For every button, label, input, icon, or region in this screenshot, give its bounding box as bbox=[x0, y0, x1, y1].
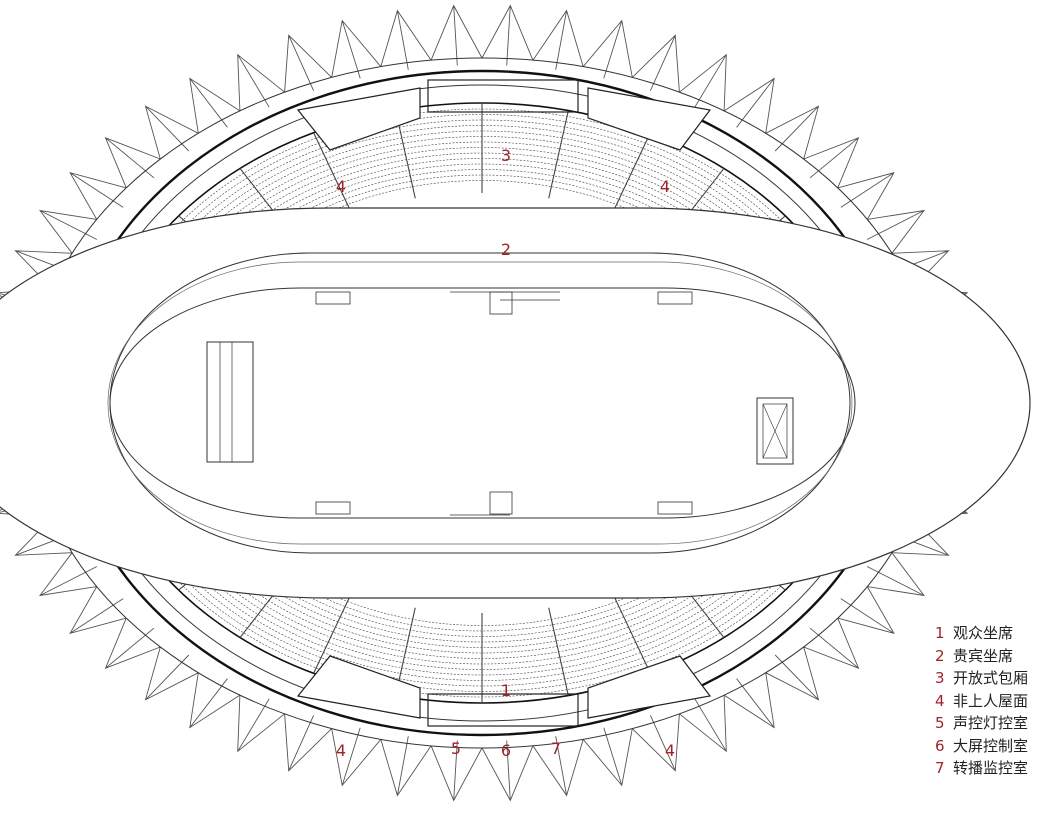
field-boundary bbox=[109, 287, 856, 519]
callout-4a: 4 bbox=[336, 177, 346, 196]
upper-box-block bbox=[296, 79, 712, 151]
legend-item: 3 开放式包厢 bbox=[935, 667, 1060, 690]
legend-item: 7 转播监控室 bbox=[935, 757, 1060, 780]
legend-item: 5 声控灯控室 bbox=[935, 712, 1060, 735]
track-inner bbox=[107, 261, 853, 545]
high-jump-mat bbox=[762, 403, 788, 459]
high-jump-area bbox=[756, 397, 794, 465]
legend-item: 2 贵宾坐席 bbox=[935, 645, 1060, 668]
legend-number: 7 bbox=[935, 759, 945, 777]
legend-number: 4 bbox=[935, 691, 945, 710]
legend-label: 观众坐席 bbox=[953, 624, 1014, 642]
plan-callouts: 1 2 3 4 4 4 4 5 6 7 bbox=[336, 146, 675, 760]
legend-label: 大屏控制室 bbox=[953, 736, 1029, 755]
seat-aisle bbox=[611, 591, 651, 674]
legend-label: 声控灯控室 bbox=[953, 714, 1029, 732]
track-outer bbox=[109, 252, 851, 554]
legend-label: 非上人屋面 bbox=[953, 691, 1029, 710]
callout-4b: 4 bbox=[660, 177, 670, 196]
legend-item: 1 观众坐席 bbox=[935, 622, 1060, 645]
legend-number: 5 bbox=[935, 714, 945, 732]
high-jump-cross bbox=[762, 403, 788, 459]
long-jump-pit bbox=[206, 341, 254, 463]
seat-aisle bbox=[548, 110, 569, 199]
seat-aisle bbox=[611, 132, 651, 215]
callout-2: 2 bbox=[501, 240, 511, 259]
seat-aisle bbox=[313, 591, 353, 674]
legend-number: 2 bbox=[935, 646, 945, 665]
legend-number: 1 bbox=[935, 624, 945, 642]
seat-aisle bbox=[313, 132, 353, 215]
callout-3: 3 bbox=[501, 146, 511, 165]
legend-label: 贵宾坐席 bbox=[953, 646, 1014, 665]
callout-4d: 4 bbox=[665, 741, 675, 760]
seat-aisle bbox=[548, 607, 569, 696]
callout-6: 6 bbox=[501, 741, 511, 760]
legend-label: 转播监控室 bbox=[953, 759, 1029, 777]
callout-1: 1 bbox=[501, 681, 511, 700]
stand-inner-edge bbox=[0, 207, 1031, 599]
legend-number: 6 bbox=[935, 736, 945, 755]
callout-7: 7 bbox=[551, 739, 561, 758]
field-stairs bbox=[315, 291, 693, 516]
legend-label: 开放式包厢 bbox=[953, 669, 1029, 687]
legend-number: 3 bbox=[935, 669, 945, 687]
callout-4c: 4 bbox=[336, 741, 346, 760]
legend-item: 4 非上人屋面 bbox=[935, 690, 1060, 713]
callout-5: 5 bbox=[451, 739, 461, 758]
lower-box-block bbox=[296, 655, 712, 727]
legend-item: 6 大屏控制室 bbox=[935, 735, 1060, 758]
